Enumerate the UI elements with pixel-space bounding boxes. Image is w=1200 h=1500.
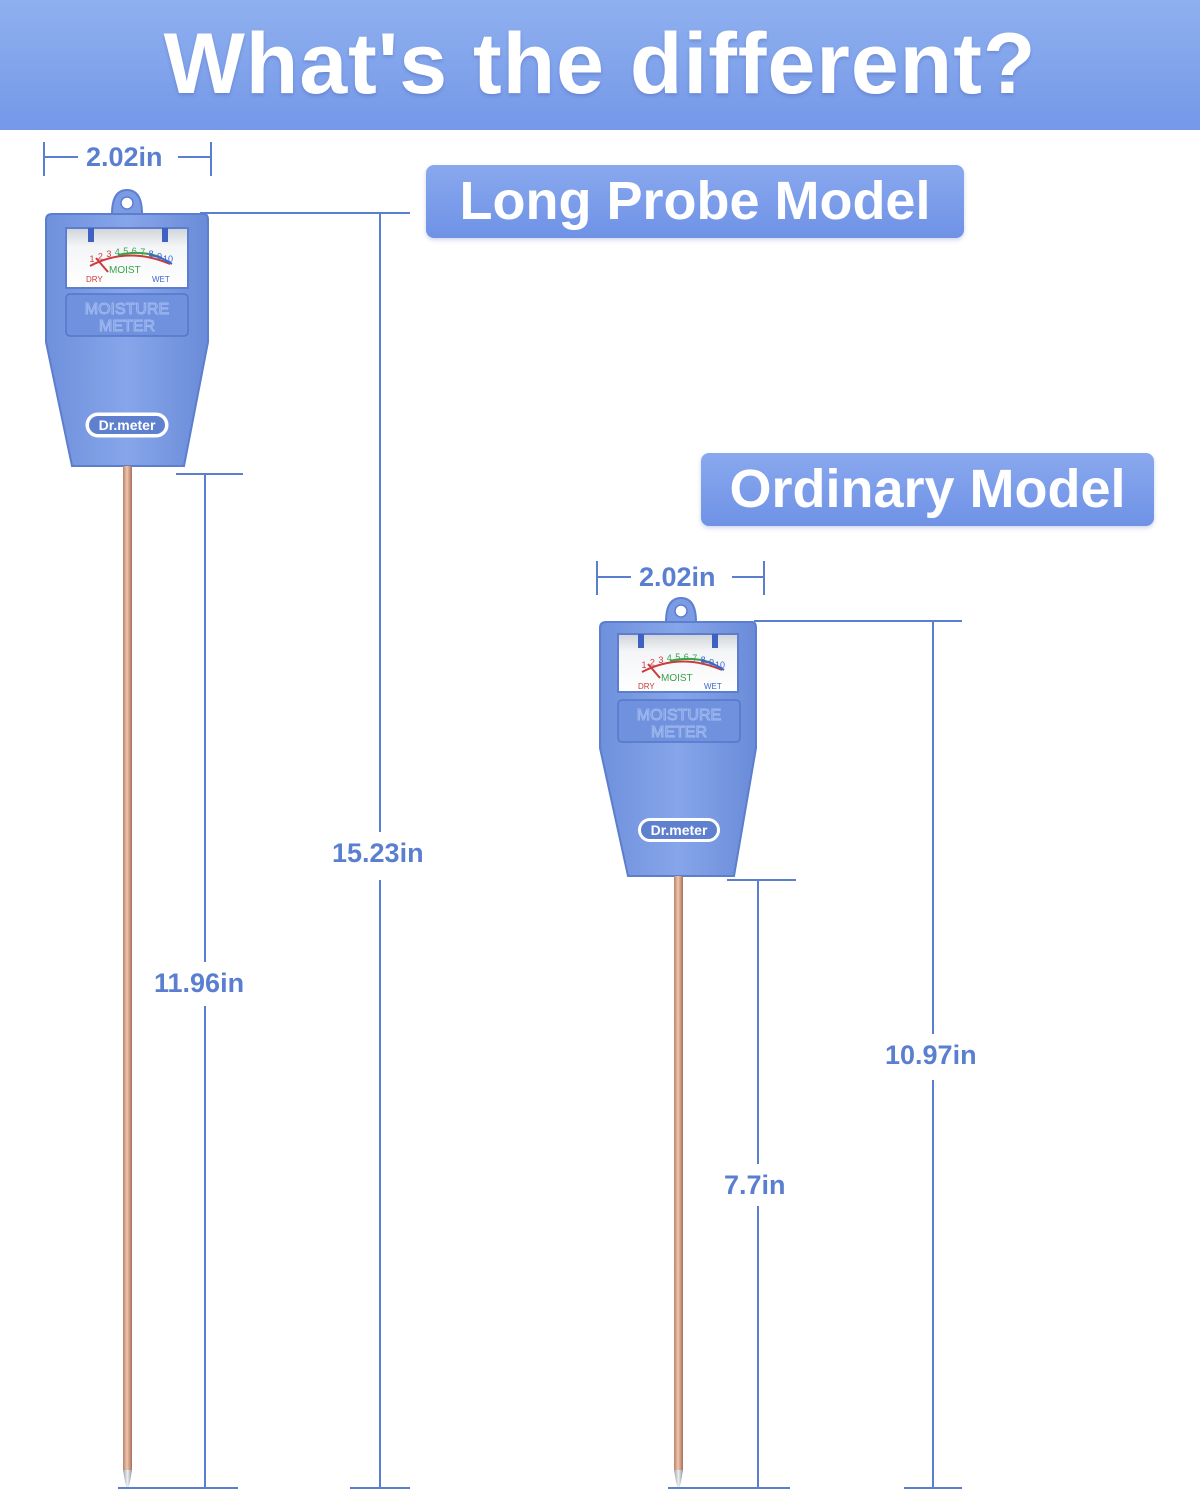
long-total-height-label: 15.23in	[332, 838, 424, 868]
ordinary-gauge-scale-9: 9	[709, 657, 714, 667]
brand-logo-text: Dr.meter	[99, 417, 156, 433]
ordinary-gauge-scale-3: 3	[658, 655, 663, 665]
long-gauge-scale-8: 8	[149, 249, 154, 259]
gauge-dry-text: DRY	[86, 275, 103, 284]
long-gauge-scale-2: 2	[98, 251, 103, 261]
ordinary-width-label: 2.02in	[639, 562, 716, 592]
long-gauge-scale-7: 7	[140, 247, 145, 257]
ordinary-device: MOIST DRY WET MOISTURE METER Dr.meter	[599, 596, 757, 1490]
long-width-label: 2.02in	[86, 142, 163, 172]
brand-logo-text: Dr.meter	[651, 822, 708, 838]
ordinary-gauge-scale-5: 5	[675, 652, 680, 662]
ordinary-gauge-scale-6: 6	[684, 652, 689, 662]
ordinary-gauge-scale-2: 2	[650, 657, 655, 667]
ordinary-gauge-scale-10: 10	[715, 660, 725, 670]
long-gauge-scale-3: 3	[106, 249, 111, 259]
panel-line2-text: METER	[99, 318, 155, 335]
gauge-moist-text: MOIST	[109, 265, 141, 276]
ordinary-gauge-scale-7: 7	[692, 653, 697, 663]
long-probe-rod	[123, 466, 132, 1470]
long-gauge-scale-1: 1	[89, 254, 94, 264]
gauge-moist-text: MOIST	[661, 673, 693, 684]
long-gauge-scale-9: 9	[157, 251, 162, 261]
header-banner: What's the different?	[0, 0, 1200, 130]
long-gauge-scale-10: 10	[163, 254, 173, 264]
ordinary-probe-rod	[674, 876, 683, 1470]
gauge-wet-text: WET	[704, 682, 722, 691]
page-title: What's the different?	[163, 16, 1037, 112]
panel-line1-text: MOISTURE	[637, 707, 721, 724]
dimension-lines	[43, 142, 962, 1489]
long-gauge-scale-4: 4	[115, 247, 120, 257]
long-gauge-scale-5: 5	[123, 246, 128, 256]
gauge-wet-text: WET	[152, 275, 170, 284]
long-probe-model-label: Long Probe Model	[426, 165, 964, 238]
panel-line1-text: MOISTURE	[85, 301, 169, 318]
long-gauge-scale-6: 6	[132, 246, 137, 256]
panel-line2-text: METER	[651, 724, 707, 741]
long-probe-length-label: 11.96in	[154, 968, 245, 998]
ordinary-probe-length-label: 7.7in	[724, 1170, 786, 1200]
ordinary-total-height-label: 10.97in	[885, 1040, 977, 1070]
long-probe-device: MOIST DRY WET MOISTURE METER Dr.meter	[45, 188, 209, 1490]
ordinary-gauge-scale-4: 4	[667, 653, 672, 663]
ordinary-gauge-scale-8: 8	[701, 655, 706, 665]
ordinary-gauge-scale-1: 1	[641, 660, 646, 670]
gauge-dry-text: DRY	[638, 682, 655, 691]
ordinary-model-label: Ordinary Model	[701, 453, 1154, 526]
